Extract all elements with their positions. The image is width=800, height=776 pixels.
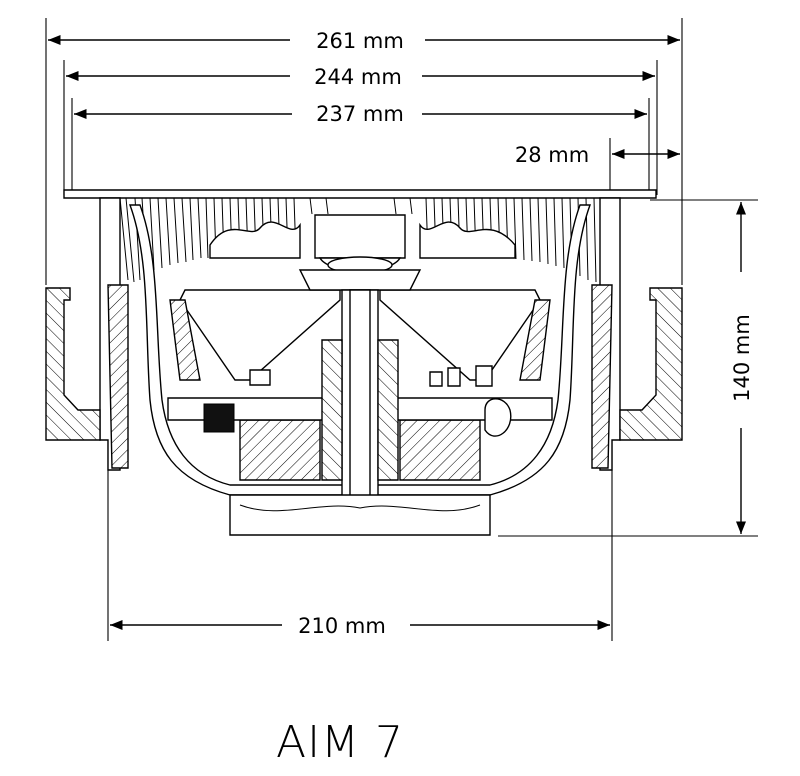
- dimension-210-label: 210 mm: [298, 614, 386, 638]
- dimension-244-label: 244 mm: [314, 65, 402, 89]
- dimension-140: 140 mm: [498, 199, 758, 537]
- model-name: AIM 7: [276, 717, 404, 768]
- dimension-210: 210 mm: [107, 415, 613, 641]
- dimension-261-label: 261 mm: [316, 29, 404, 53]
- dimension-140-label: 140 mm: [730, 314, 754, 402]
- dimension-28: 28 mm: [515, 138, 680, 195]
- dimension-261: 261 mm: [45, 18, 683, 285]
- dimension-237-label: 237 mm: [316, 102, 404, 126]
- dimension-244: 244 mm: [63, 60, 658, 195]
- speaker-body: [45, 189, 683, 536]
- dimension-237: 237 mm: [71, 98, 650, 195]
- dimension-28-label: 28 mm: [515, 143, 589, 167]
